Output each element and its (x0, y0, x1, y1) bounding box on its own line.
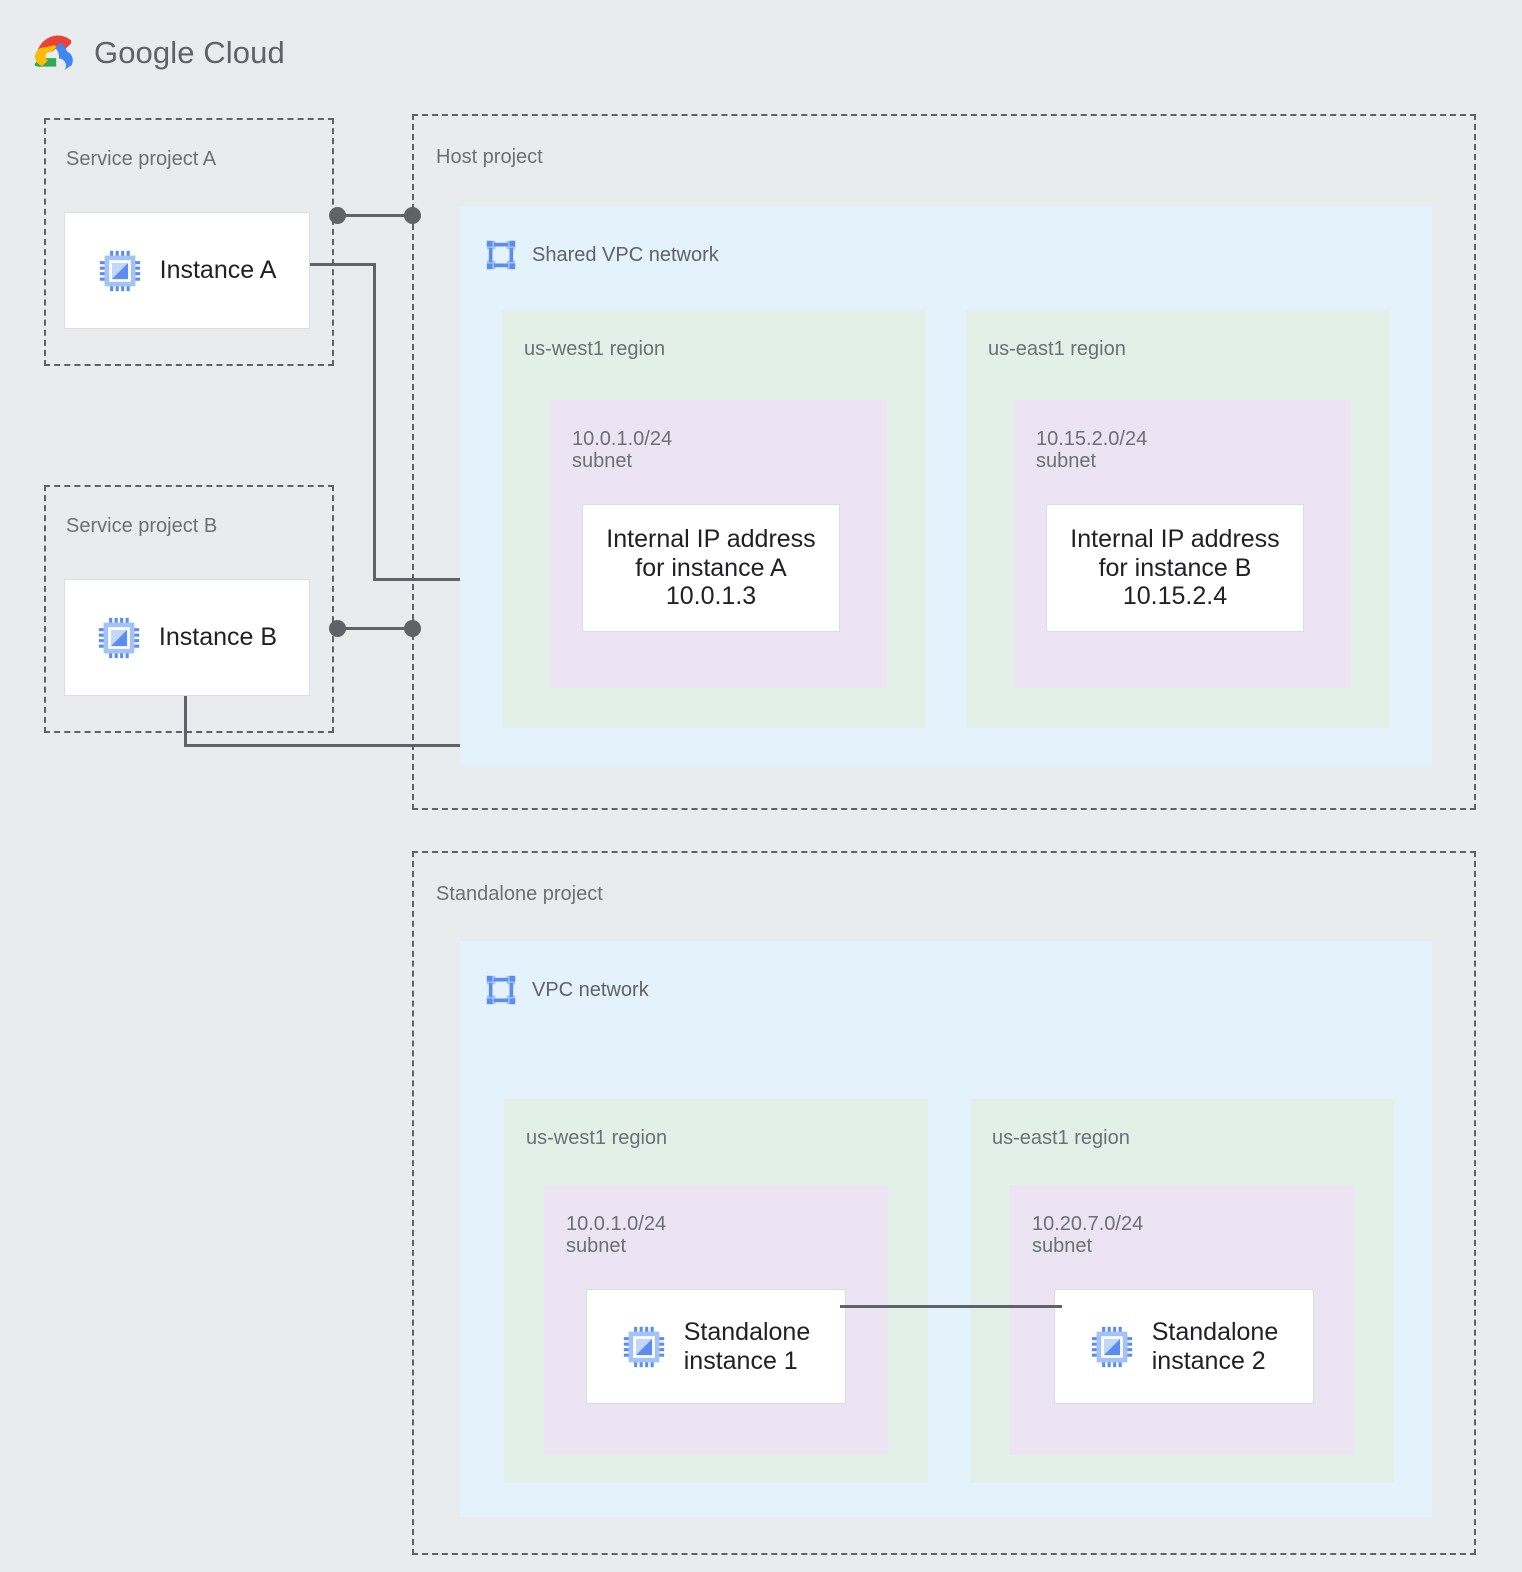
connector-bridge-b (336, 627, 412, 630)
connector-standalone-instances (840, 1305, 1062, 1308)
connector-bridge-a (336, 214, 412, 217)
standalone-project-frame: Standalone project VPC networ (412, 851, 1476, 1555)
host-region-us-west1-label: us-west1 region (524, 338, 666, 360)
standalone-instance-1-label: Standalone instance 1 (683, 1317, 811, 1375)
shared-vpc-header: Shared VPC network (484, 238, 719, 272)
vpc-network-icon (486, 975, 516, 1005)
standalone-instance-2-label: Standalone instance 2 (1151, 1317, 1279, 1375)
compute-instance-icon (1091, 1326, 1132, 1367)
shared-vpc-network: Shared VPC network us-west1 region 10.0.… (460, 206, 1432, 766)
standalone-region-us-west1: us-west1 region 10.0.1.0/24 subnet (504, 1099, 928, 1483)
vpc-network-label: VPC network (532, 978, 649, 1001)
google-cloud-logo-icon (34, 35, 73, 70)
standalone-instance-2-card[interactable]: Standalone instance 2 (1054, 1289, 1314, 1404)
compute-instance-icon (99, 250, 140, 291)
standalone-subnet-us-west1-label: 10.0.1.0/24 subnet (566, 1213, 667, 1258)
instance-a-card[interactable]: Instance A (64, 212, 310, 329)
host-region-us-east1-label: us-east1 region (988, 338, 1126, 360)
internal-ip-instance-b-card[interactable]: Internal IP address for instance B 10.15… (1046, 504, 1304, 632)
host-region-us-west1: us-west1 region 10.0.1.0/24 subnet Inter… (502, 310, 926, 728)
service-project-b-label: Service project B (66, 515, 218, 537)
service-project-a-frame: Service project A Instance A (44, 118, 334, 366)
host-project-frame: Host project Shared VPC netwo (412, 114, 1476, 810)
instance-b-card[interactable]: Instance B (64, 579, 310, 696)
host-project-label: Host project (436, 146, 543, 168)
standalone-region-us-west1-label: us-west1 region (526, 1127, 668, 1149)
standalone-subnet-us-east1: 10.20.7.0/24 subnet (1010, 1185, 1354, 1455)
host-region-us-east1: us-east1 region 10.15.2.0/24 subnet Inte… (966, 310, 1390, 728)
vpc-network-header: VPC network (484, 973, 649, 1007)
service-project-b-frame: Service project B Instance B (44, 485, 334, 733)
instance-b-label: Instance B (158, 623, 278, 652)
instance-a-label: Instance A (159, 256, 277, 285)
connector-instance-b-vertical-left (184, 684, 187, 747)
standalone-instance-1-card[interactable]: Standalone instance 1 (586, 1289, 846, 1404)
brand-lockup: Google Cloud (34, 34, 285, 72)
internal-ip-instance-a-card[interactable]: Internal IP address for instance A 10.0.… (582, 504, 840, 632)
compute-instance-icon (98, 617, 140, 658)
host-subnet-us-west1-label: 10.0.1.0/24 subnet (572, 428, 673, 473)
brand-wordmark: Google Cloud (94, 35, 285, 70)
internal-ip-instance-b-text: Internal IP address for instance B 10.15… (1070, 524, 1280, 611)
host-subnet-us-east1: 10.15.2.0/24 subnet Internal IP address … (1014, 400, 1350, 688)
service-project-a-label: Service project A (66, 148, 217, 170)
standalone-region-us-east1-label: us-east1 region (992, 1127, 1130, 1149)
standalone-project-label: Standalone project (436, 883, 603, 905)
compute-instance-icon (623, 1326, 664, 1367)
connector-instance-a-vertical (373, 263, 376, 580)
vpc-network: VPC network us-west1 region 10.0.1.0/24 … (460, 941, 1432, 1517)
vpc-network-icon (486, 240, 516, 270)
standalone-subnet-us-east1-label: 10.20.7.0/24 subnet (1032, 1213, 1144, 1258)
connector-instance-a-top (309, 263, 376, 266)
host-subnet-us-east1-label: 10.15.2.0/24 subnet (1036, 428, 1148, 473)
internal-ip-instance-a-text: Internal IP address for instance A 10.0.… (606, 524, 816, 611)
host-subnet-us-west1: 10.0.1.0/24 subnet Internal IP address f… (550, 400, 886, 688)
standalone-region-us-east1: us-east1 region 10.20.7.0/24 subnet (970, 1099, 1394, 1483)
shared-vpc-label: Shared VPC network (532, 243, 719, 266)
standalone-subnet-us-west1: 10.0.1.0/24 subnet (544, 1185, 888, 1455)
